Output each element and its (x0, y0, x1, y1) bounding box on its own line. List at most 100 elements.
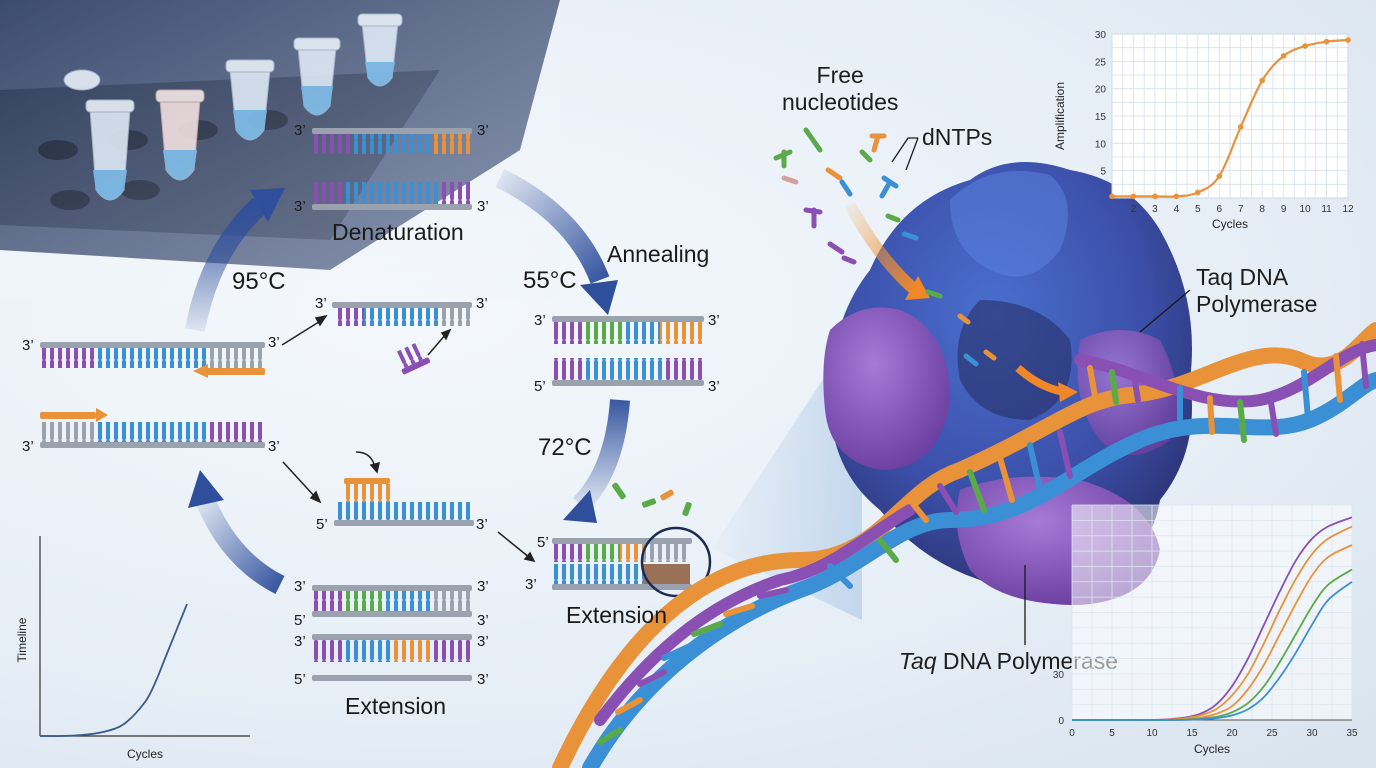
taq-label-top-line1: Taq DNA (1196, 264, 1289, 290)
end-label: 5’ (294, 612, 306, 629)
denaturation-strand-bottom (312, 182, 472, 210)
dna-strand-diagrams (40, 128, 712, 681)
x-tick-label: 2 (1131, 204, 1137, 215)
annealing-strand-top (552, 316, 704, 344)
primer-extension-strand (334, 478, 474, 526)
y-tick-label: 30 (1095, 30, 1107, 41)
dntps-label: dNTPs (922, 124, 993, 150)
x-axis-label: Cycles (127, 747, 163, 761)
temp-95: 95°C (232, 268, 286, 295)
extension-strand-top (552, 538, 692, 562)
x-tick-label: 15 (1186, 728, 1198, 739)
x-tick-label: 9 (1281, 204, 1287, 215)
x-tick-label: 30 (1306, 728, 1318, 739)
end-label: 3’ (22, 337, 34, 354)
y-tick-label: 25 (1095, 57, 1107, 68)
extension-products-bottom (312, 634, 472, 681)
data-point (1237, 124, 1244, 130)
x-tick-label: 6 (1216, 204, 1222, 215)
x-tick-label: 10 (1300, 204, 1312, 215)
y-tick-label: 20 (1095, 85, 1107, 96)
data-point (1259, 77, 1265, 84)
end-label: 3’ (477, 122, 489, 139)
data-point (1195, 189, 1201, 196)
denaturation-strand-top (312, 128, 472, 154)
data-point (1152, 193, 1158, 200)
stage-annealing: Annealing (607, 241, 710, 267)
left-strand-bottom (40, 408, 265, 448)
x-tick-label: 0 (1069, 728, 1075, 739)
y-tick-label: 30 (1053, 670, 1065, 681)
end-label: 5’ (534, 378, 546, 395)
dna-helix-backbone (552, 322, 1376, 768)
x-tick-label: 35 (1346, 728, 1358, 739)
data-point (1302, 43, 1308, 49)
dna-helix-rungs (597, 341, 1369, 745)
end-label: 3’ (477, 671, 489, 688)
x-axis-label: Cycles (1194, 742, 1230, 756)
taq-italic: Taq (899, 648, 937, 674)
y-tick-label: 15 (1095, 112, 1107, 123)
end-label: 3’ (294, 198, 306, 215)
stage-denaturation: Denaturation (332, 219, 464, 245)
x-tick-label: 20 (1226, 728, 1238, 739)
y-tick-label: 0 (1058, 716, 1064, 727)
stage-extension-center: Extension (566, 602, 668, 628)
end-label: 3’ (708, 378, 720, 395)
end-label: 3’ (268, 334, 280, 351)
series-line (1071, 581, 1353, 721)
x-tick-label: 4 (1174, 204, 1180, 215)
x-tick-label: 10 (1146, 728, 1158, 739)
extension-products-top (312, 585, 472, 617)
end-label: 3’ (477, 612, 489, 629)
end-label: 3’ (476, 516, 488, 533)
end-label: 5’ (294, 671, 306, 688)
data-point (1130, 193, 1137, 200)
extension-highlight-circle (640, 526, 712, 598)
taq-label-top-line2: Polymerase (1196, 291, 1318, 317)
data-point (1280, 53, 1287, 59)
arrow-to-denaturation (185, 197, 267, 332)
extension-strand-bottom (552, 564, 692, 590)
x-tick-label: 12 (1342, 204, 1354, 215)
x-tick-label: 3 (1152, 204, 1158, 215)
end-label: 5’ (316, 516, 328, 533)
cycle-arrows (185, 169, 630, 594)
data-point (1109, 193, 1115, 200)
end-label: 3’ (708, 312, 720, 329)
free-primer (395, 341, 431, 375)
free-nucleotides-label: Free nucleotides (782, 62, 899, 115)
arrow-to-left-cycle (195, 496, 285, 594)
primer-binding-strand (332, 302, 472, 326)
annealing-strand-bottom (552, 358, 704, 386)
y-axis-label: Amplification (1053, 82, 1067, 150)
loose-nucleotides (612, 482, 692, 517)
arrow-to-annealing (495, 169, 610, 284)
series-line (39, 603, 188, 737)
end-label: 3’ (315, 295, 327, 312)
x-tick-label: 8 (1259, 204, 1265, 215)
end-label: 3’ (477, 198, 489, 215)
left-strand-top (40, 342, 265, 378)
y-tick-label: 5 (1100, 167, 1106, 178)
end-label: 5’ (537, 534, 549, 551)
taq-label-top: Taq DNA Polymerase (1196, 264, 1317, 318)
data-point (1216, 173, 1223, 179)
end-label: 3’ (268, 438, 280, 455)
x-axis-label: Cycles (1212, 217, 1248, 231)
x-tick-label: 5 (1109, 728, 1115, 739)
end-label: 3’ (294, 633, 306, 650)
end-label: 3’ (534, 312, 546, 329)
x-tick-label: 5 (1195, 204, 1201, 215)
x-tick-label: 11 (1321, 204, 1332, 215)
y-tick-label: 10 (1095, 139, 1107, 150)
stage-extension-left: Extension (345, 693, 447, 719)
leader-lines (891, 137, 1191, 645)
free-nucleotide-glyphs (773, 127, 997, 367)
timeline-chart: Cycles Timeline (15, 536, 250, 761)
data-point (1323, 38, 1330, 45)
y-axis-label: Timeline (15, 617, 29, 662)
